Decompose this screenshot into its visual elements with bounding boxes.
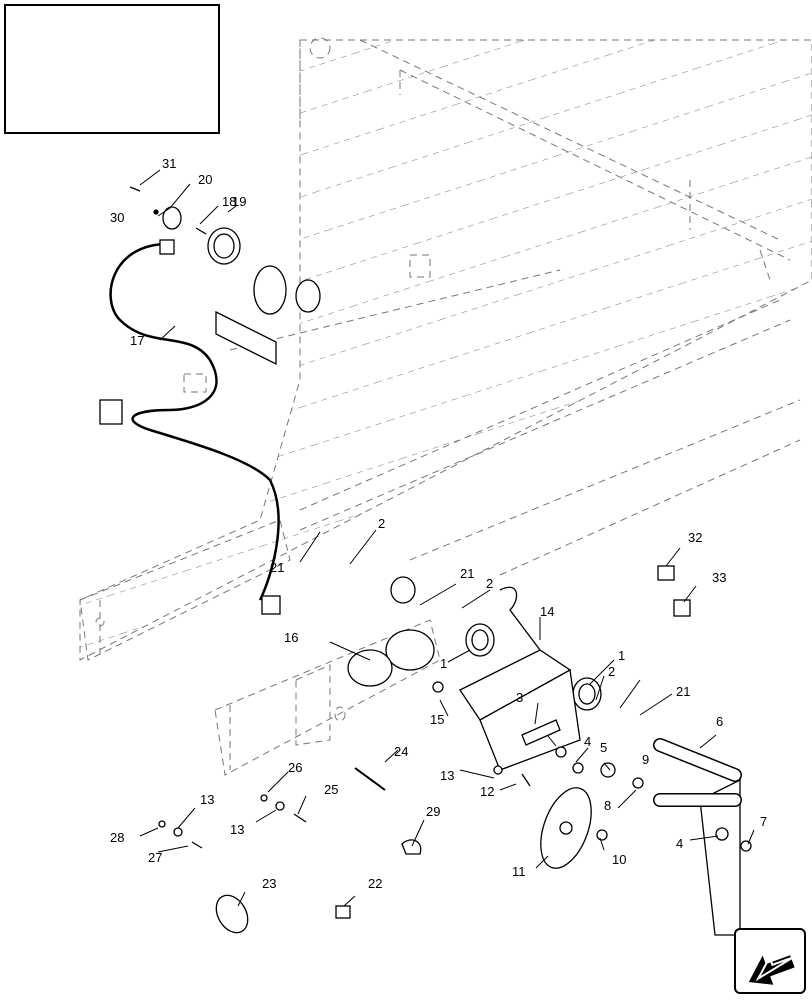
callout-label: 17 xyxy=(130,333,144,348)
callout-label: 1 xyxy=(618,648,625,663)
callout-label: 29 xyxy=(426,804,440,819)
callout-label: 24 xyxy=(394,744,408,759)
components xyxy=(99,186,752,936)
callout-label: 5 xyxy=(600,740,607,755)
callout-labels: 1 1 2 2 2 3 4 4 5 6 7 8 9 10 11 12 13 13… xyxy=(110,156,767,891)
callout-label: 26 xyxy=(288,760,302,775)
callout-label: 6 xyxy=(716,714,723,729)
callout-label: 33 xyxy=(712,570,726,585)
callout-label: 3 xyxy=(516,690,523,705)
callout-label: 19 xyxy=(232,194,246,209)
callout-label: 27 xyxy=(148,850,162,865)
callout-label: 15 xyxy=(430,712,444,727)
callout-label: 23 xyxy=(262,876,276,891)
platform-deck xyxy=(79,37,812,776)
callout-label: 21 xyxy=(460,566,474,581)
callout-label: 9 xyxy=(642,752,649,767)
callout-label: 1 xyxy=(440,656,447,671)
callout-label: 21 xyxy=(270,560,284,575)
callout-label: 11 xyxy=(512,864,526,879)
callout-label: 14 xyxy=(540,604,554,619)
callout-label: 16 xyxy=(284,630,298,645)
callout-label: 10 xyxy=(612,852,626,867)
callout-label: 12 xyxy=(480,784,494,799)
callout-label: 32 xyxy=(688,530,702,545)
callout-label: 30 xyxy=(110,210,124,225)
callout-label: 25 xyxy=(324,782,338,797)
callout-label: 2 xyxy=(378,516,385,531)
callout-label: 22 xyxy=(368,876,382,891)
callout-label: 13 xyxy=(230,822,244,837)
callout-label: 31 xyxy=(162,156,176,171)
callout-label: 13 xyxy=(200,792,214,807)
callout-label: 2 xyxy=(608,664,615,679)
title-block xyxy=(4,4,220,134)
callout-label: 20 xyxy=(198,172,212,187)
callout-label: 18 xyxy=(222,194,236,209)
callout-label: 7 xyxy=(760,814,767,829)
next-page-arrow-icon xyxy=(748,954,795,985)
callout-label: 28 xyxy=(110,830,124,845)
callout-label: 21 xyxy=(676,684,690,699)
leader-lines xyxy=(139,169,755,907)
callout-label: 4 xyxy=(676,836,683,851)
callout-label: 13 xyxy=(440,768,454,783)
callout-label: 2 xyxy=(486,576,493,591)
next-page-button[interactable] xyxy=(734,928,806,994)
callout-label: 4 xyxy=(584,734,591,749)
callout-label: 8 xyxy=(604,798,611,813)
